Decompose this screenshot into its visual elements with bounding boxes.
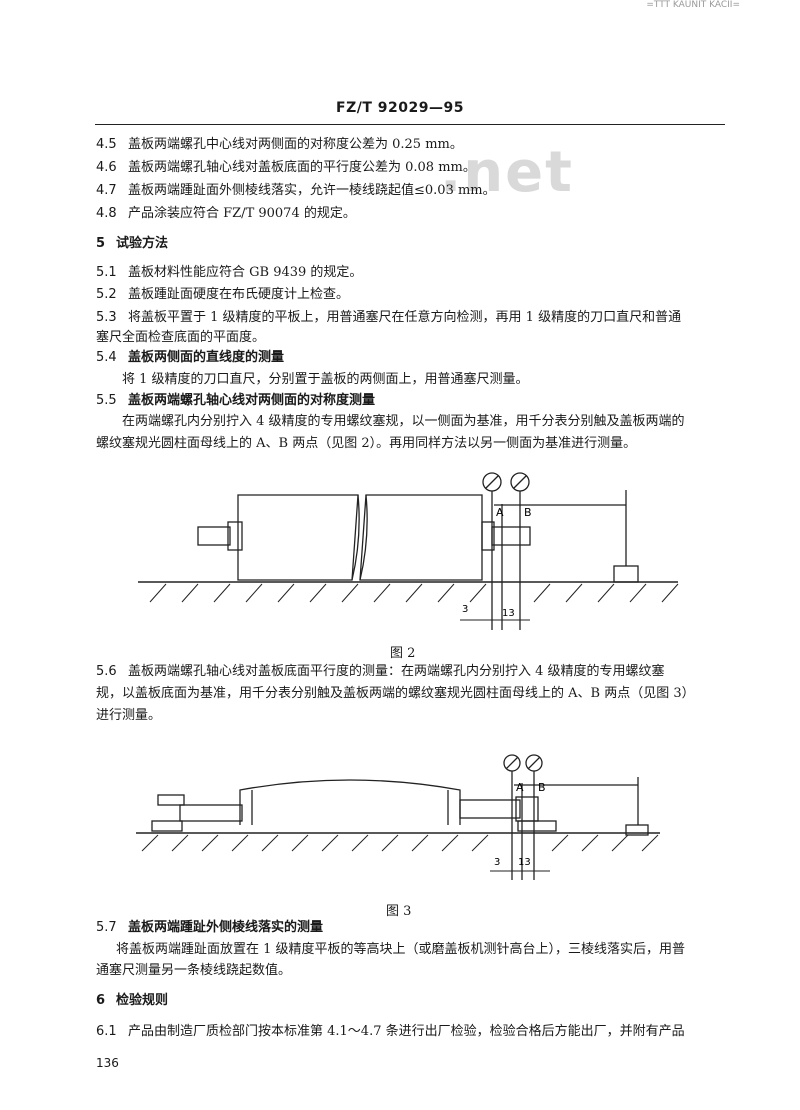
figure-2-caption: 图 2 — [390, 646, 416, 661]
item-text: 将盖板两端踵趾面放置在 1 级精度平板的等高块上（或磨盖板机测针高台上），三棱线… — [116, 942, 686, 957]
label-a: A — [516, 781, 524, 794]
subsection-title: 盖板两端踵趾外侧棱线落实的测量 — [128, 920, 324, 935]
item-text-cont: 通塞尺测量另一条棱线跷起数值。 — [96, 963, 292, 978]
section-number: 5 — [96, 236, 106, 251]
top-watermark: =TTT KAUNIT KACII= — [646, 0, 740, 10]
figure-3-caption: 图 3 — [386, 904, 412, 919]
item-number: 5.2 — [96, 287, 117, 302]
dimension-3: 3 — [462, 604, 468, 615]
item-text: 产品由制造厂质检部门按本标准第 4.1～4.7 条进行出厂检验，检验合格后方能出… — [128, 1024, 685, 1039]
figure-2: A B 3 13 — [138, 472, 679, 630]
item-text: 盖板两端螺孔中心线对两侧面的对称度公差为 0.25 mm。 — [128, 137, 463, 152]
dimension-3: 3 — [494, 857, 500, 868]
item-number: 5.6 — [96, 664, 117, 679]
item-text-cont: 螺纹塞规光圆柱面母线上的 A、B 两点（见图 2）。再用同样方法以另一侧面为基准… — [96, 436, 637, 451]
item-number: 4.5 — [96, 137, 117, 152]
section-number: 6 — [96, 993, 106, 1008]
header-rule — [95, 124, 725, 125]
item-text: 盖板踵趾面硬度在布氏硬度计上检查。 — [128, 287, 350, 302]
subsection-title: 盖板两端螺孔轴心线对两侧面的对称度测量 — [128, 393, 376, 408]
item-text: 产品涂装应符合 FZ/T 90074 的规定。 — [128, 206, 356, 221]
item-number: 4.6 — [96, 160, 117, 175]
section-title: 试验方法 — [116, 236, 169, 251]
subsection-title: 盖板两侧面的直线度的测量 — [128, 350, 285, 365]
section-title: 检验规则 — [116, 993, 169, 1008]
item-number: 5.4 — [96, 350, 117, 365]
item-text: 盖板材料性能应符合 GB 9439 的规定。 — [128, 265, 363, 280]
dimension-13: 13 — [502, 608, 515, 619]
figure-3: A B 3 13 — [136, 754, 660, 880]
item-number: 5.1 — [96, 265, 117, 280]
item-text: 盖板两端螺孔轴心线对盖板底面平行度的测量：在两端螺孔内分别拧入 4 级精度的专用… — [128, 664, 665, 679]
item-text: 将盖板平置于 1 级精度的平板上，用普通塞尺在任意方向检测，再用 1 级精度的刀… — [128, 310, 682, 325]
item-number: 4.7 — [96, 183, 117, 198]
item-text: 将 1 级精度的刀口直尺，分别置于盖板的两侧面上，用普通塞尺测量。 — [122, 372, 529, 387]
label-a: A — [496, 506, 504, 519]
item-number: 5.7 — [96, 920, 117, 935]
item-number: 6.1 — [96, 1024, 117, 1039]
item-text-cont: 规，以盖板底面为基准，用千分表分别触及盖板两端的螺纹塞规光圆柱面母线上的 A、B… — [96, 686, 695, 701]
item-text-cont: 进行测量。 — [96, 708, 162, 723]
page-header: FZ/T 92029—95 — [336, 100, 464, 116]
item-number: 4.8 — [96, 206, 117, 221]
background-watermark: .net — [440, 140, 574, 205]
item-number: 5.3 — [96, 310, 117, 325]
item-text: 在两端螺孔内分别拧入 4 级精度的专用螺纹塞规，以一侧面为基准，用千分表分别触及… — [122, 414, 685, 429]
item-text: 盖板两端踵趾面外侧棱线落实，允许一棱线跷起值≤0.03 mm。 — [128, 183, 496, 198]
item-number: 5.5 — [96, 393, 117, 408]
page-number: 136 — [96, 1056, 119, 1070]
item-text-cont: 塞尺全面检查底面的平面度。 — [96, 330, 266, 345]
label-b: B — [524, 506, 532, 519]
dimension-13: 13 — [518, 857, 531, 868]
label-b: B — [538, 781, 546, 794]
item-text: 盖板两端螺孔轴心线对盖板底面的平行度公差为 0.08 mm。 — [128, 160, 476, 175]
